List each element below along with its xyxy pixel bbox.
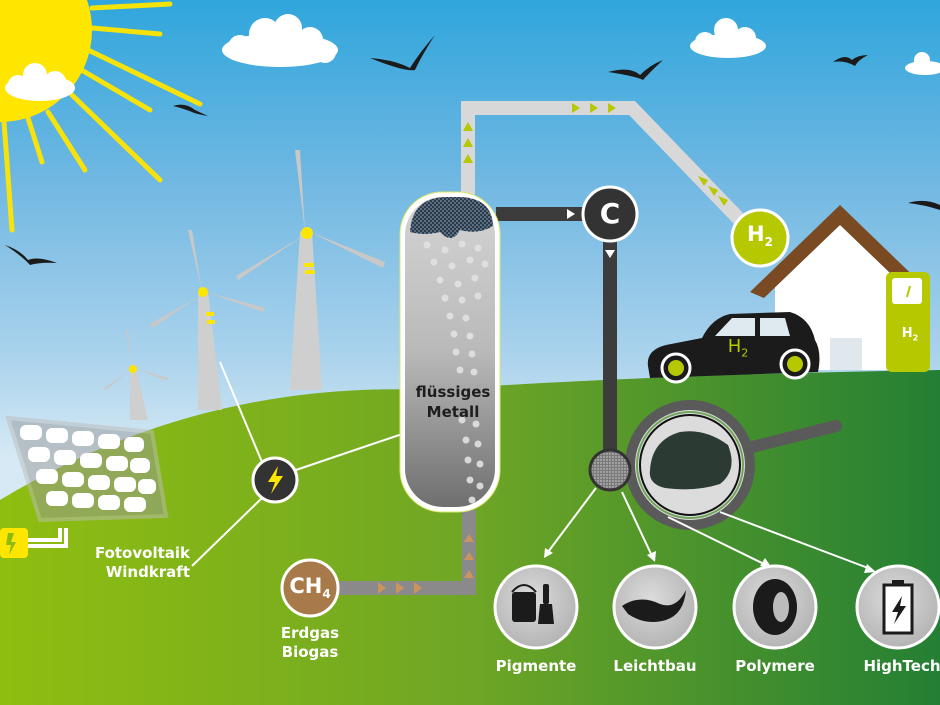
methane-source-label: Erdgas Biogas xyxy=(270,624,350,662)
reactor-vessel xyxy=(399,191,501,513)
magnifier-carbon-powder xyxy=(588,400,842,530)
cloud-icon xyxy=(905,52,940,75)
hydrogen-subscript: 2 xyxy=(764,235,773,250)
label-biogas: Biogas xyxy=(281,642,339,661)
label-erdgas: Erdgas xyxy=(280,624,340,642)
pump-h2-symbol: H xyxy=(901,326,913,341)
wind-turbine-icon xyxy=(236,150,385,390)
label-fotovoltaik: Fotovoltaik xyxy=(94,544,190,562)
connector-lines xyxy=(191,361,421,567)
application-arrows xyxy=(547,487,869,569)
wind-turbine-icon xyxy=(150,230,265,410)
reactor-label-line2: Metall xyxy=(426,402,480,421)
electricity-source-label: Fotovoltaik Windkraft xyxy=(80,544,190,582)
lightning-icon xyxy=(268,466,283,494)
methane-node xyxy=(280,558,340,618)
hydrogen-symbol: H2 xyxy=(732,222,788,249)
hydrogen-pipe xyxy=(461,101,746,225)
application-label-polymere: Polymere xyxy=(735,657,815,675)
paint-bucket-brush-icon xyxy=(511,584,554,624)
carbon-symbol: C xyxy=(599,197,621,230)
tire-icon xyxy=(753,579,797,635)
solar-panel-icon xyxy=(0,415,169,558)
carbon-pipe xyxy=(496,207,617,455)
methane-subscript: 4 xyxy=(322,587,331,602)
sun-icon xyxy=(0,0,203,233)
application-label-pigmente: Pigmente xyxy=(495,657,577,675)
battery-icon xyxy=(882,580,914,635)
hydrogen-node xyxy=(730,208,790,268)
wind-turbine-icon xyxy=(104,330,168,420)
hydrogen-symbol-text: H xyxy=(747,222,765,246)
bird-icon xyxy=(5,35,940,265)
application-label-hightech: HighTech xyxy=(863,657,940,675)
pump-h2-label: H2 xyxy=(895,326,925,343)
car-h2-symbol: H xyxy=(727,336,742,357)
cloud-icon xyxy=(690,18,766,58)
cloud-icon xyxy=(5,63,75,101)
application-leichtbau xyxy=(612,564,698,650)
application-polymere xyxy=(732,564,818,650)
hydrogen-pump-icon xyxy=(886,272,930,372)
application-hightech xyxy=(855,564,940,650)
application-pigmente xyxy=(493,564,579,650)
label-windkraft: Windkraft xyxy=(105,562,190,581)
car-h2-label: H2 xyxy=(718,336,758,360)
feather-icon xyxy=(622,590,686,622)
methane-symbol: CH4 xyxy=(282,574,338,601)
pump-h2-subscript: 2 xyxy=(912,333,919,343)
methane-symbol-text: CH xyxy=(289,574,323,598)
carbon-node xyxy=(581,185,639,243)
car-icon xyxy=(647,312,820,384)
reactor-label: flüssiges Metall xyxy=(408,383,498,422)
reactor-label-line1: flüssiges xyxy=(415,383,491,401)
methane-pipe xyxy=(310,510,476,595)
cloud-icon xyxy=(222,14,338,67)
application-label-leichtbau: Leichtbau xyxy=(613,657,697,675)
car-h2-subscript: 2 xyxy=(741,346,749,360)
electricity-node xyxy=(251,456,299,504)
